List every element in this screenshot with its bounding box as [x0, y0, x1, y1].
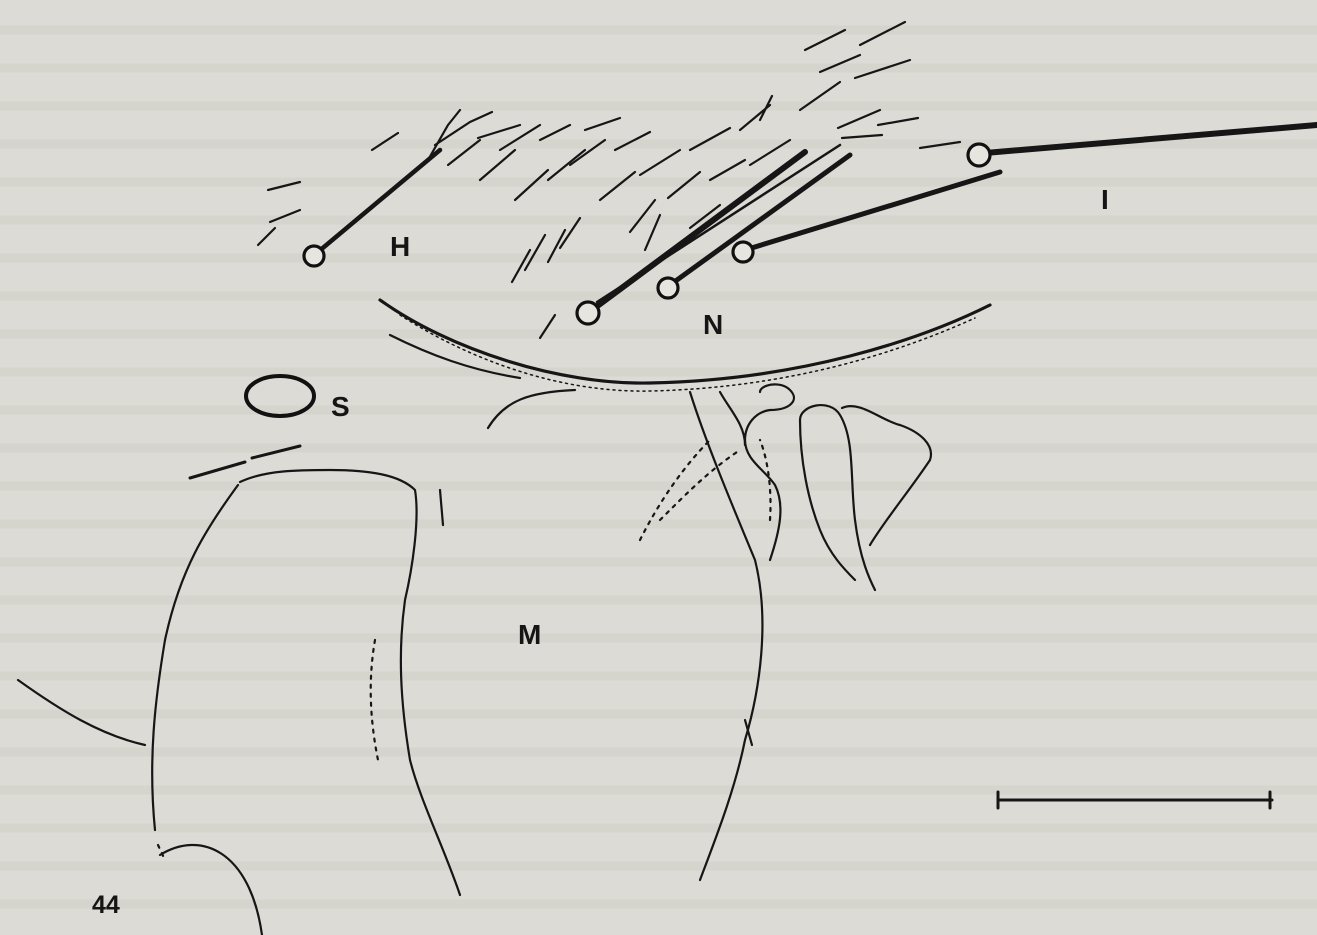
- socket-H: [304, 246, 324, 266]
- dotted-lines: [158, 440, 771, 860]
- figure-number: 44: [92, 893, 120, 918]
- socket-I: [968, 144, 990, 166]
- label-H: H: [390, 233, 410, 261]
- label-S: S: [331, 393, 350, 421]
- socket-N2: [658, 278, 678, 298]
- label-N: N: [703, 311, 723, 339]
- socket-N1: [577, 302, 599, 324]
- background-text-lines: [0, 30, 1317, 904]
- margin-curve: [380, 300, 990, 391]
- socket-N3: [733, 242, 753, 262]
- label-I: I: [1101, 186, 1109, 214]
- label-M: M: [518, 621, 541, 649]
